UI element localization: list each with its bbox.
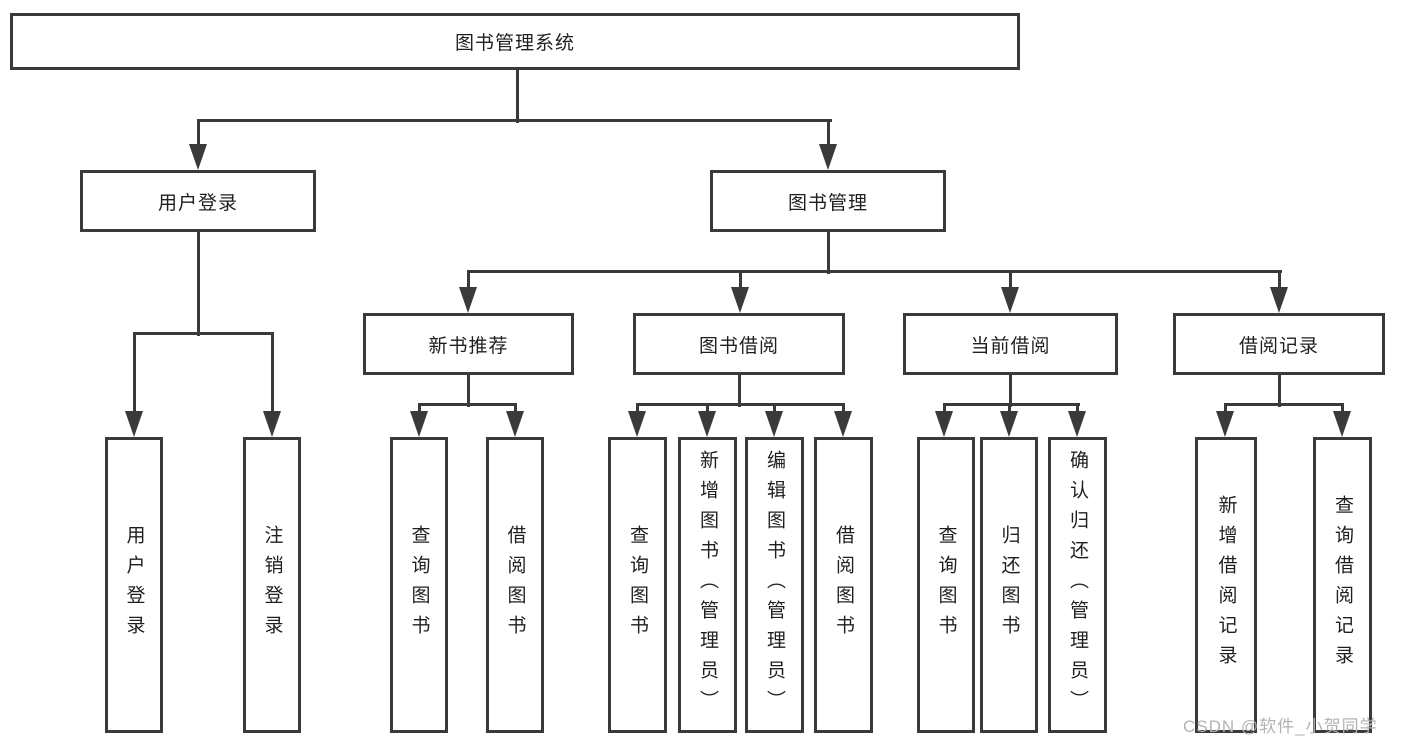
leaf-current-query: 查询图书 <box>917 437 975 733</box>
arrowhead-icon <box>1068 411 1086 437</box>
leaf-record-add-label: 新增借阅记录 <box>1215 495 1237 675</box>
leaf-newbook-borrow-label: 借阅图书 <box>504 525 526 645</box>
arrow-shaft <box>270 333 274 413</box>
arrowhead-icon <box>459 287 477 313</box>
arrow-shaft <box>772 404 776 413</box>
connector-vline <box>196 232 200 336</box>
node-book-borrowing-label: 图书借阅 <box>698 335 779 357</box>
arrowhead-icon <box>1216 411 1234 437</box>
arrow-shaft <box>417 404 421 413</box>
arrow-shaft <box>196 120 200 146</box>
arrow-shaft <box>466 271 470 289</box>
node-new-book-recommend: 新书推荐 <box>363 313 574 375</box>
leaf-current-return: 归还图书 <box>980 437 1038 733</box>
arrow-shaft <box>1340 404 1344 413</box>
node-borrow-records-label: 借阅记录 <box>1238 335 1319 357</box>
arrowhead-icon <box>125 411 143 437</box>
arrow-shaft <box>1008 271 1012 289</box>
leaf-user-login: 用户登录 <box>105 437 163 733</box>
arrow-shaft <box>738 271 742 289</box>
arrow-shaft <box>942 404 946 413</box>
node-book-management: 图书管理 <box>710 170 946 232</box>
node-root: 图书管理系统 <box>10 13 1020 70</box>
arrowhead-icon <box>628 411 646 437</box>
leaf-borrow-edit-admin-label: 编辑图书（管理员） <box>764 450 785 720</box>
leaf-newbook-query: 查询图书 <box>390 437 448 733</box>
connector-vline <box>1277 375 1281 407</box>
leaf-record-add: 新增借阅记录 <box>1195 437 1257 733</box>
leaf-borrow-query-label: 查询图书 <box>627 525 648 645</box>
node-user-login-label: 用户登录 <box>157 192 238 214</box>
arrowhead-icon <box>189 144 207 170</box>
node-book-management-label: 图书管理 <box>787 192 868 214</box>
arrowhead-icon <box>410 411 428 437</box>
arrowhead-icon <box>765 411 783 437</box>
leaf-borrow-add-admin-label: 新增图书（管理员） <box>697 450 718 720</box>
leaf-current-confirm-admin: 确认归还（管理员） <box>1048 437 1107 733</box>
connector-vline <box>1008 375 1012 407</box>
connector-hline <box>196 118 832 122</box>
connector-vline <box>515 70 519 123</box>
connector-hline <box>132 331 274 335</box>
leaf-logout-label: 注销登录 <box>261 525 283 645</box>
leaf-current-confirm-admin-label: 确认归还（管理员） <box>1067 450 1088 720</box>
node-current-borrowing-label: 当前借阅 <box>970 335 1051 357</box>
arrow-shaft <box>635 404 639 413</box>
node-book-borrowing: 图书借阅 <box>633 313 845 375</box>
arrowhead-icon <box>819 144 837 170</box>
connector-vline <box>466 375 470 407</box>
leaf-newbook-query-label: 查询图书 <box>408 525 430 645</box>
connector-vline <box>826 232 830 274</box>
arrow-shaft <box>705 404 709 413</box>
arrow-shaft <box>826 120 830 146</box>
arrowhead-icon <box>263 411 281 437</box>
arrow-shaft <box>1075 404 1079 413</box>
leaf-current-query-label: 查询图书 <box>935 525 957 645</box>
arrow-shaft <box>1277 271 1281 289</box>
connector-hline <box>417 402 517 406</box>
arrowhead-icon <box>935 411 953 437</box>
node-new-book-recommend-label: 新书推荐 <box>428 335 509 357</box>
watermark: CSDN @软件_小贺同学 <box>1183 717 1378 736</box>
node-user-login: 用户登录 <box>80 170 316 232</box>
leaf-borrow-add-admin: 新增图书（管理员） <box>678 437 737 733</box>
leaf-record-query-label: 查询借阅记录 <box>1332 495 1353 675</box>
leaf-logout: 注销登录 <box>243 437 301 733</box>
arrowhead-icon <box>1001 287 1019 313</box>
arrowhead-icon <box>698 411 716 437</box>
leaf-newbook-borrow: 借阅图书 <box>486 437 544 733</box>
arrow-shaft <box>841 404 845 413</box>
node-root-label: 图书管理系统 <box>454 33 575 54</box>
arrowhead-icon <box>1333 411 1351 437</box>
leaf-current-return-label: 归还图书 <box>998 525 1020 645</box>
arrowhead-icon <box>1000 411 1018 437</box>
leaf-borrow-borrow: 借阅图书 <box>814 437 873 733</box>
leaf-borrow-query: 查询图书 <box>608 437 667 733</box>
arrow-shaft <box>132 333 136 413</box>
leaf-user-login-label: 用户登录 <box>123 525 145 645</box>
connector-hline <box>942 402 1080 406</box>
connector-hline <box>1223 402 1344 406</box>
arrowhead-icon <box>1270 287 1288 313</box>
arrowhead-icon <box>506 411 524 437</box>
arrowhead-icon <box>834 411 852 437</box>
arrowhead-icon <box>731 287 749 313</box>
arrow-shaft <box>1007 404 1011 413</box>
node-current-borrowing: 当前借阅 <box>903 313 1118 375</box>
leaf-borrow-borrow-label: 借阅图书 <box>833 525 854 645</box>
connector-hline <box>635 402 845 406</box>
leaf-record-query: 查询借阅记录 <box>1313 437 1372 733</box>
connector-hline <box>466 269 1282 273</box>
leaf-borrow-edit-admin: 编辑图书（管理员） <box>745 437 804 733</box>
connector-vline <box>737 375 741 407</box>
arrow-shaft <box>513 404 517 413</box>
arrow-shaft <box>1223 404 1227 413</box>
node-borrow-records: 借阅记录 <box>1173 313 1385 375</box>
